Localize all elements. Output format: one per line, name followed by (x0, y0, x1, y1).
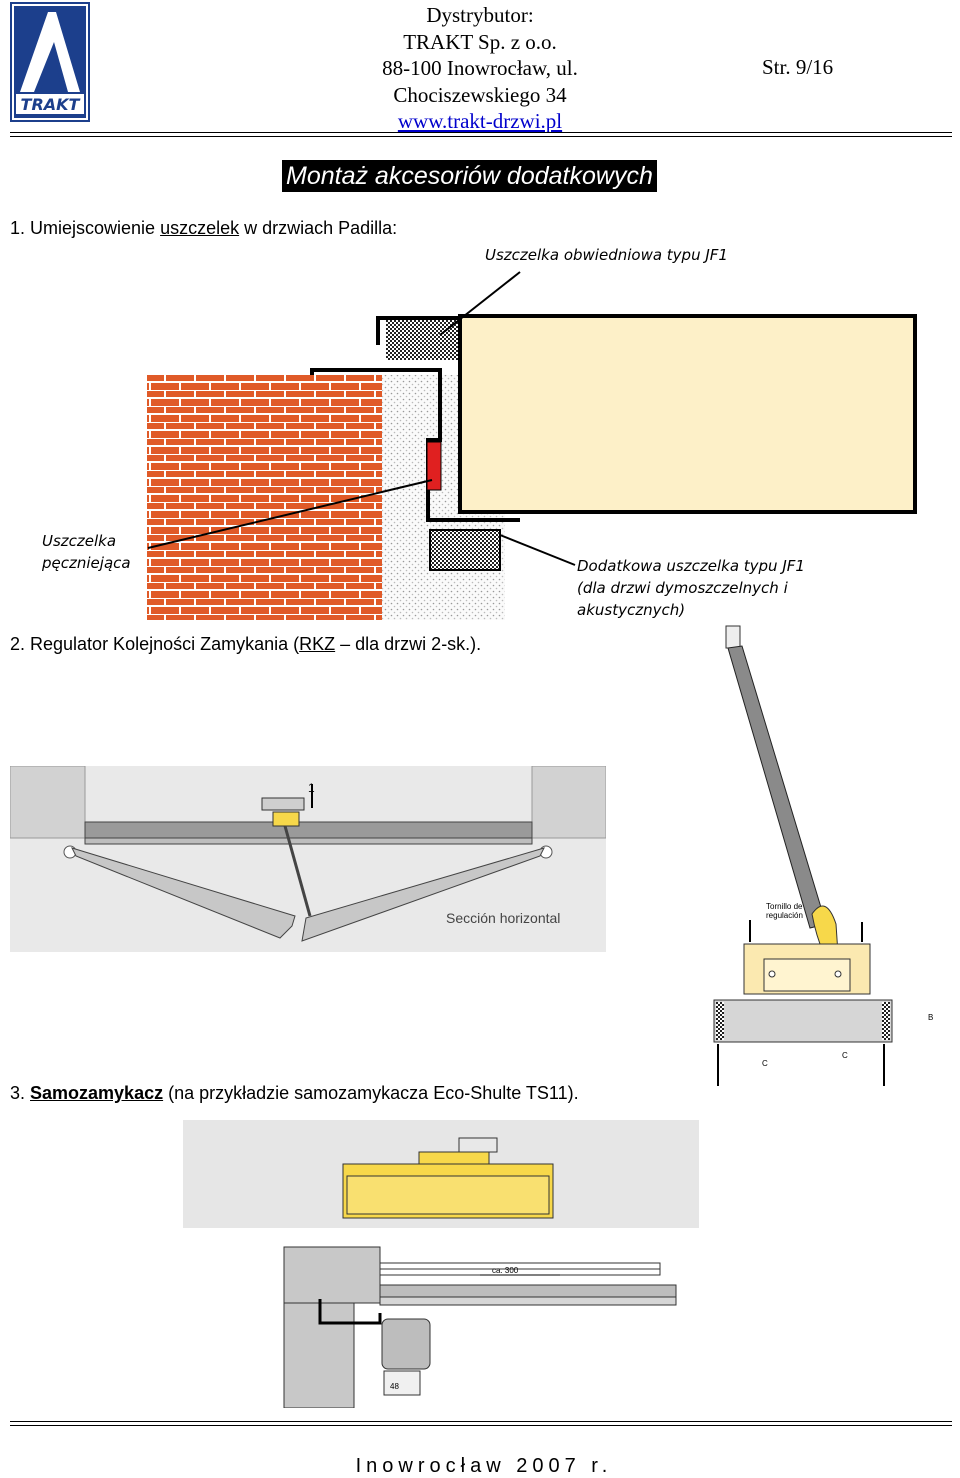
rkz-plan-diagram: 1 Sección horizontal (10, 766, 606, 952)
label-right-3: akustycznych) (577, 601, 685, 619)
distributor-block: Dystrybutor: TRAKT Sp. z o.o. 88-100 Ino… (360, 2, 600, 135)
label-left-1: Uszczelka (42, 532, 116, 550)
plan-mark: 1 (308, 781, 315, 795)
section1-suffix: w drzwiach Padilla: (239, 218, 398, 238)
page-number: Str. 9/16 (762, 55, 834, 79)
company-name: TRAKT Sp. z o.o. (403, 29, 557, 54)
leader-left (147, 479, 433, 549)
closer-top-view (183, 1120, 699, 1228)
distributor-label: Dystrybutor: (426, 3, 534, 27)
section2-keyword: RKZ (299, 634, 336, 654)
address-line2: Chociszewskiego 34 (393, 82, 567, 107)
detail-c-right: C (842, 1051, 848, 1060)
header-divider-thin (10, 136, 952, 137)
page-title: Montaż akcesoriów dodatkowych (282, 160, 657, 192)
frame-stop (376, 316, 460, 345)
logo-text: TRAKT (21, 95, 81, 114)
section3-keyword: Samozamykacz (30, 1083, 164, 1103)
section1-prefix: 1. Umiejscowienie (10, 218, 161, 238)
detail-b: B (928, 1013, 933, 1022)
detail-label-1: Tornillo de (766, 902, 803, 911)
label-left-2: pęczniejąca (41, 554, 131, 572)
footer-divider (10, 1421, 952, 1422)
trakt-logo: TRAKT (10, 2, 90, 122)
section2-suffix: – dla drzwi 2-sk.). (335, 634, 482, 654)
footer-text: Inowrocław 2007 r. (355, 1455, 613, 1477)
section3-suffix: (na przykładzie samozamykacza Eco-Shulte… (163, 1083, 579, 1103)
bottom-seal (429, 529, 501, 571)
detail-c-left: C (762, 1059, 768, 1068)
section2-prefix: 2. Regulator Kolejności Zamykania ( (10, 634, 300, 654)
header-divider (10, 132, 952, 133)
section1-heading: 1. Umiejscowienie uszczelek w drzwiach P… (10, 217, 397, 239)
plan-label: Sección horizontal (446, 910, 560, 926)
closer-section-view: ca. 300 48 (283, 1246, 677, 1408)
section2-heading: 2. Regulator Kolejności Zamykania (RKZ –… (10, 633, 481, 655)
top-seal (386, 320, 458, 360)
label-right-2: (dla drzwi dymoszczelnych i (577, 579, 789, 597)
leader-top (439, 271, 521, 336)
rkz-detail-diagram: Tornillo de regulación B C C (713, 625, 933, 1086)
door-leaf (458, 314, 917, 514)
brick-wall (147, 375, 382, 620)
frame-profile (310, 368, 520, 522)
dim-48: 48 (390, 1382, 399, 1391)
label-top: Uszczelka obwiedniowa typu JF1 (485, 246, 728, 264)
footer-divider-thin (10, 1425, 952, 1426)
dim-ca: ca. 300 (492, 1266, 519, 1275)
website-link[interactable]: www.trakt-drzwi.pl (397, 109, 563, 133)
leader-right (499, 534, 576, 566)
section3-prefix: 3. (10, 1083, 31, 1103)
detail-label-2: regulación (766, 911, 803, 920)
section1-keyword: uszczelek (160, 218, 240, 238)
label-right-1: Dodatkowa uszczelka typu JF1 (577, 557, 805, 575)
intumescent-seal (426, 441, 442, 491)
seal-placement-diagram: Uszczelka obwiedniowa typu JF1 Uszczelka… (41, 246, 917, 620)
section3-heading: 3. Samozamykacz (na przykładzie samozamy… (10, 1082, 579, 1104)
address-line1: 88-100 Inowrocław, ul. (382, 56, 578, 80)
